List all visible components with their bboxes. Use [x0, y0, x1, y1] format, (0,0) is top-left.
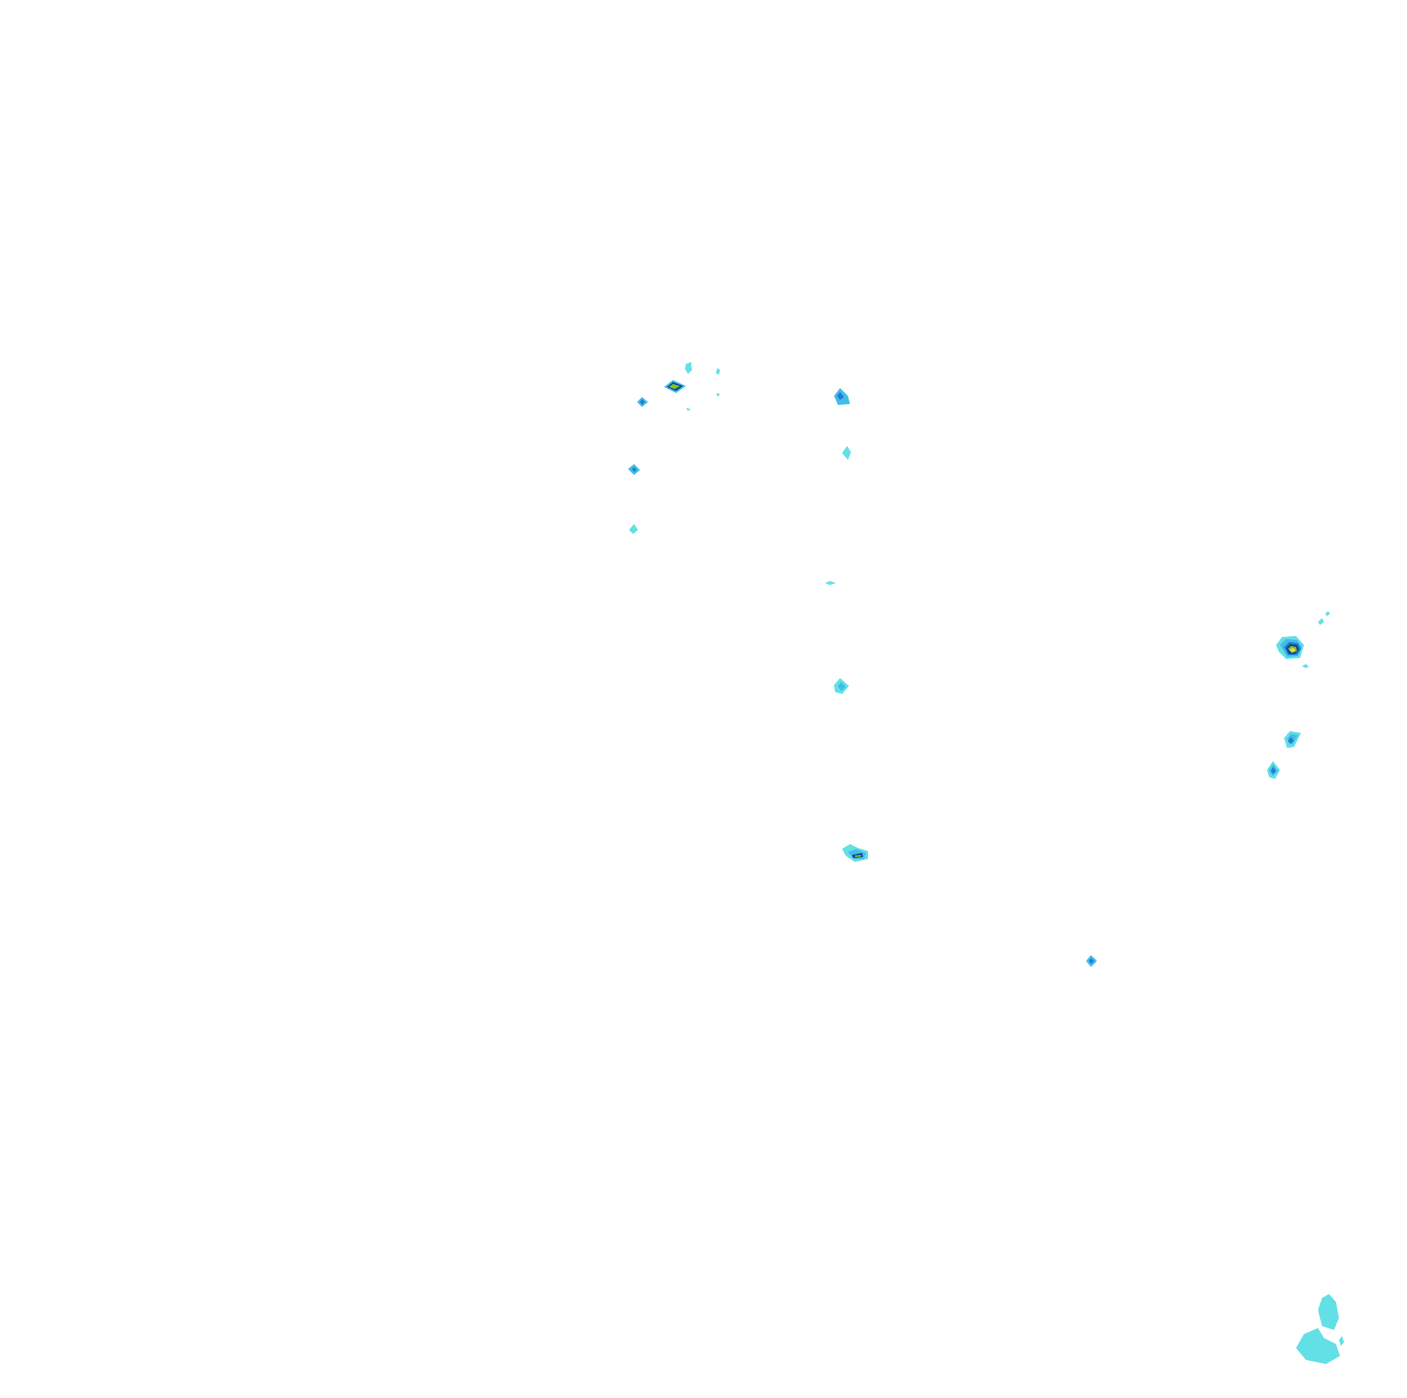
- contour-blob: [825, 581, 836, 585]
- contour-blob: [842, 446, 851, 460]
- contour-blob: [685, 362, 692, 374]
- contour-blob: [1318, 618, 1324, 625]
- contour-blob: [1325, 611, 1330, 616]
- contour-blob: [632, 467, 637, 472]
- contour-blob: [669, 384, 680, 389]
- contour-blob: [716, 393, 720, 397]
- contour-blob: [640, 399, 645, 405]
- contour-blob: [855, 855, 861, 857]
- contour-blob: [1089, 958, 1094, 964]
- contour-blob: [1318, 1294, 1339, 1330]
- contour-blob: [837, 392, 844, 400]
- cluster-upper-left: [628, 362, 720, 534]
- contour-blob: [1288, 737, 1294, 744]
- cluster-right: [1086, 611, 1330, 967]
- contour-blob: [686, 408, 691, 411]
- contour-blob: [1302, 664, 1309, 668]
- contour-blob: [1339, 1336, 1344, 1346]
- contour-blob: [1271, 767, 1276, 774]
- cluster-lower-right: [1296, 1294, 1344, 1364]
- contour-blob: [629, 524, 638, 534]
- contour-blob: [1290, 648, 1295, 652]
- contour-blob: [716, 368, 720, 375]
- cluster-center: [825, 388, 868, 862]
- contour-blob: [838, 682, 846, 691]
- contour-blob: [1296, 1328, 1340, 1364]
